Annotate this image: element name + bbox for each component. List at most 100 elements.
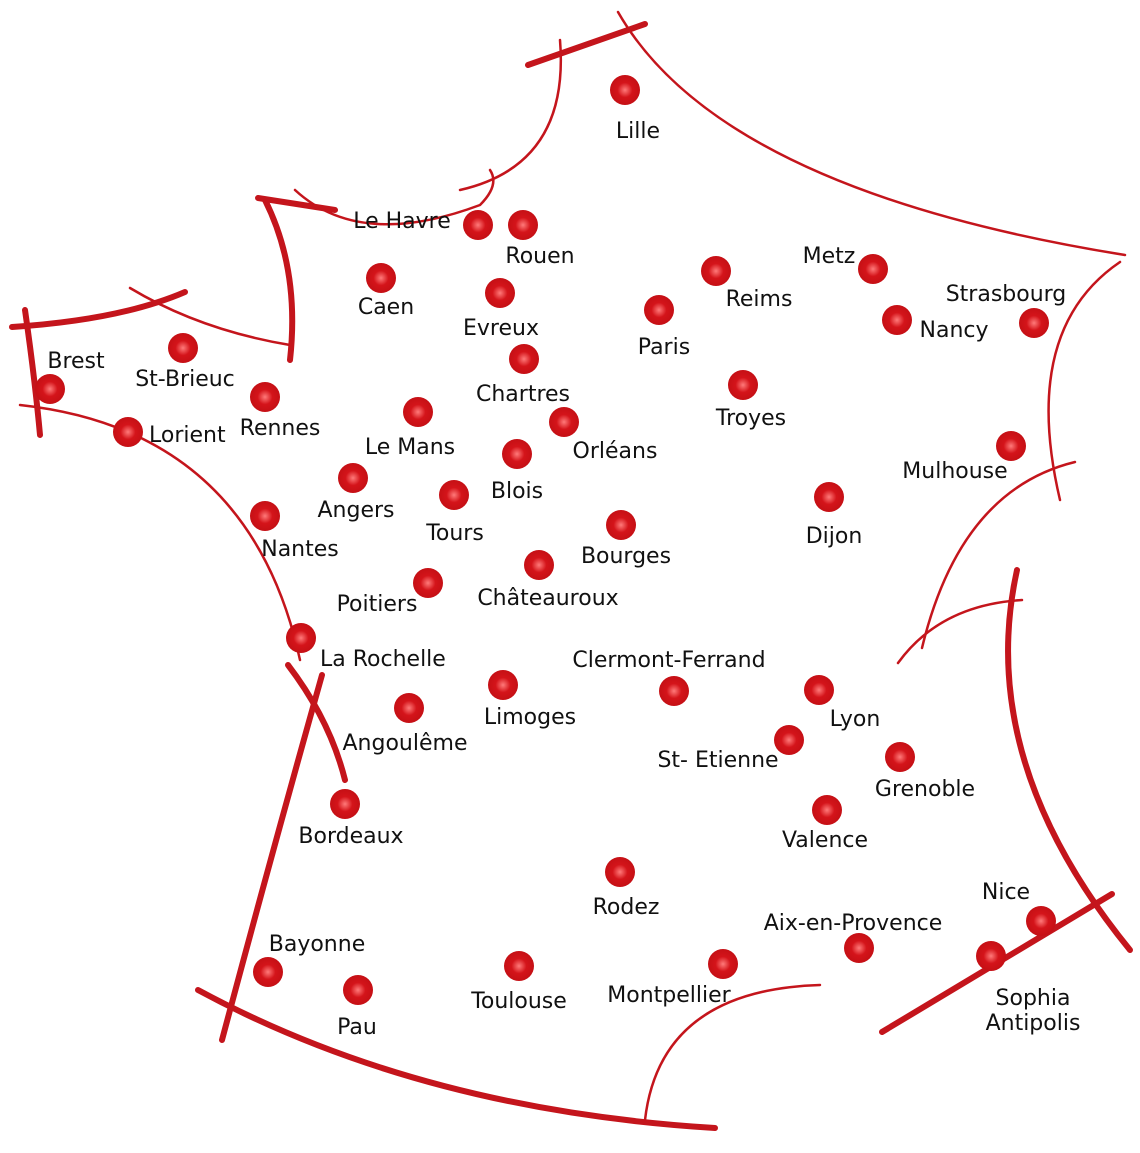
- city-marker: [485, 278, 515, 308]
- city-label: Paris: [638, 335, 690, 360]
- outline-stroke-finistere: [22, 307, 43, 438]
- city-label: Bayonne: [269, 932, 365, 957]
- city-label: Montpellier: [607, 983, 731, 1008]
- city-label: Châteauroux: [477, 586, 618, 611]
- city-rodez: Rodez: [593, 857, 659, 920]
- city-st-brieuc: St-Brieuc: [135, 333, 235, 392]
- city-marker: [812, 795, 842, 825]
- city-marker: [610, 75, 640, 105]
- outline-stroke-north: [525, 21, 648, 68]
- city-label: Blois: [491, 479, 543, 504]
- city-bayonne: Bayonne: [253, 932, 365, 987]
- city-brest: Brest: [35, 349, 105, 404]
- city-label: Poitiers: [337, 592, 418, 617]
- outline-arc-mediterranean: [643, 983, 822, 1122]
- city-marker: [728, 370, 758, 400]
- city-strasbourg: Strasbourg: [946, 282, 1066, 338]
- city-metz: Metz: [803, 244, 888, 284]
- city-marker: [509, 344, 539, 374]
- city-lille: Lille: [610, 75, 660, 144]
- city-marker: [882, 305, 912, 335]
- city-marker: [338, 463, 368, 493]
- city-lorient: Lorient: [113, 417, 226, 448]
- outline-arc-atlantic: [18, 403, 302, 662]
- city-marker: [605, 857, 635, 887]
- city-lyon: Lyon: [804, 675, 880, 732]
- city-la-rochelle: La Rochelle: [286, 623, 446, 672]
- city-mulhouse: Mulhouse: [902, 431, 1026, 484]
- city-label: Valence: [782, 828, 868, 853]
- city-nancy: Nancy: [882, 305, 989, 343]
- city-label: Pau: [337, 1015, 377, 1040]
- city-label: Limoges: [484, 705, 576, 730]
- city-marker: [286, 623, 316, 653]
- city-label: Aix-en-Provence: [764, 911, 943, 936]
- city-marker: [250, 382, 280, 412]
- city-label: Troyes: [715, 406, 786, 431]
- city-label-line: Sophia: [996, 986, 1071, 1011]
- outline-stroke-cotentin: [262, 197, 296, 363]
- city-pau: Pau: [337, 975, 377, 1040]
- outline-stroke-alps: [1005, 567, 1133, 953]
- city-marker: [343, 975, 373, 1005]
- country-outline: [9, 10, 1133, 1131]
- city-marker: [366, 263, 396, 293]
- city-st-etienne: St- Etienne: [657, 725, 804, 773]
- city-rennes: Rennes: [240, 382, 320, 441]
- city-blois: Blois: [491, 439, 543, 504]
- city-le-mans: Le Mans: [365, 397, 455, 460]
- outline-stroke-landes: [219, 672, 325, 1043]
- city-limoges: Limoges: [484, 670, 576, 730]
- city-label: Orléans: [573, 439, 658, 464]
- city-label: Angoulême: [343, 731, 468, 756]
- city-label: St- Etienne: [657, 748, 778, 773]
- city-label: Mulhouse: [902, 459, 1007, 484]
- city-angers: Angers: [318, 463, 395, 523]
- city-tours: Tours: [425, 480, 484, 546]
- city-dijon: Dijon: [806, 482, 863, 549]
- outline-stroke-gironde: [285, 662, 348, 783]
- city-marker: [35, 374, 65, 404]
- city-label: Bourges: [581, 544, 671, 569]
- city-label: Lyon: [830, 707, 881, 732]
- city-marker: [253, 957, 283, 987]
- city-label: Chartres: [476, 382, 570, 407]
- city-valence: Valence: [782, 795, 868, 853]
- city-le-havre: Le Havre: [353, 209, 493, 240]
- city-marker: [394, 693, 424, 723]
- city-label: Le Mans: [365, 435, 455, 460]
- city-chartres: Chartres: [476, 344, 570, 407]
- city-marker: [976, 941, 1006, 971]
- city-marker: [549, 407, 579, 437]
- city-label: Caen: [358, 295, 414, 320]
- city-poitiers: Poitiers: [337, 568, 443, 617]
- outline-arc-brittany-north: [128, 286, 292, 347]
- city-label: Tours: [425, 521, 484, 546]
- city-nice: Nice: [982, 880, 1056, 936]
- city-label: Evreux: [463, 316, 539, 341]
- city-marker: [606, 510, 636, 540]
- city-marker: [701, 256, 731, 286]
- city-marker: [463, 210, 493, 240]
- city-label: Angers: [318, 498, 395, 523]
- city-marker: [858, 254, 888, 284]
- city-label: Nancy: [920, 318, 989, 343]
- city-marker: [439, 480, 469, 510]
- city-label: Le Havre: [353, 209, 451, 234]
- city-rouen: Rouen: [505, 210, 575, 269]
- city-marker: [250, 501, 280, 531]
- city-grenoble: Grenoble: [875, 742, 975, 802]
- city-label: Nice: [982, 880, 1030, 905]
- outline-arc-northeast: [616, 10, 1127, 257]
- outline-stroke-brittany: [9, 289, 188, 330]
- city-marker: [644, 295, 674, 325]
- city-label-line: Antipolis: [986, 1011, 1081, 1036]
- city-label: Dijon: [806, 524, 863, 549]
- city-label: La Rochelle: [320, 647, 446, 672]
- city-marker: [996, 431, 1026, 461]
- city-reims: Reims: [701, 256, 792, 312]
- outline-arc-alps: [896, 598, 1024, 665]
- city-marker: [885, 742, 915, 772]
